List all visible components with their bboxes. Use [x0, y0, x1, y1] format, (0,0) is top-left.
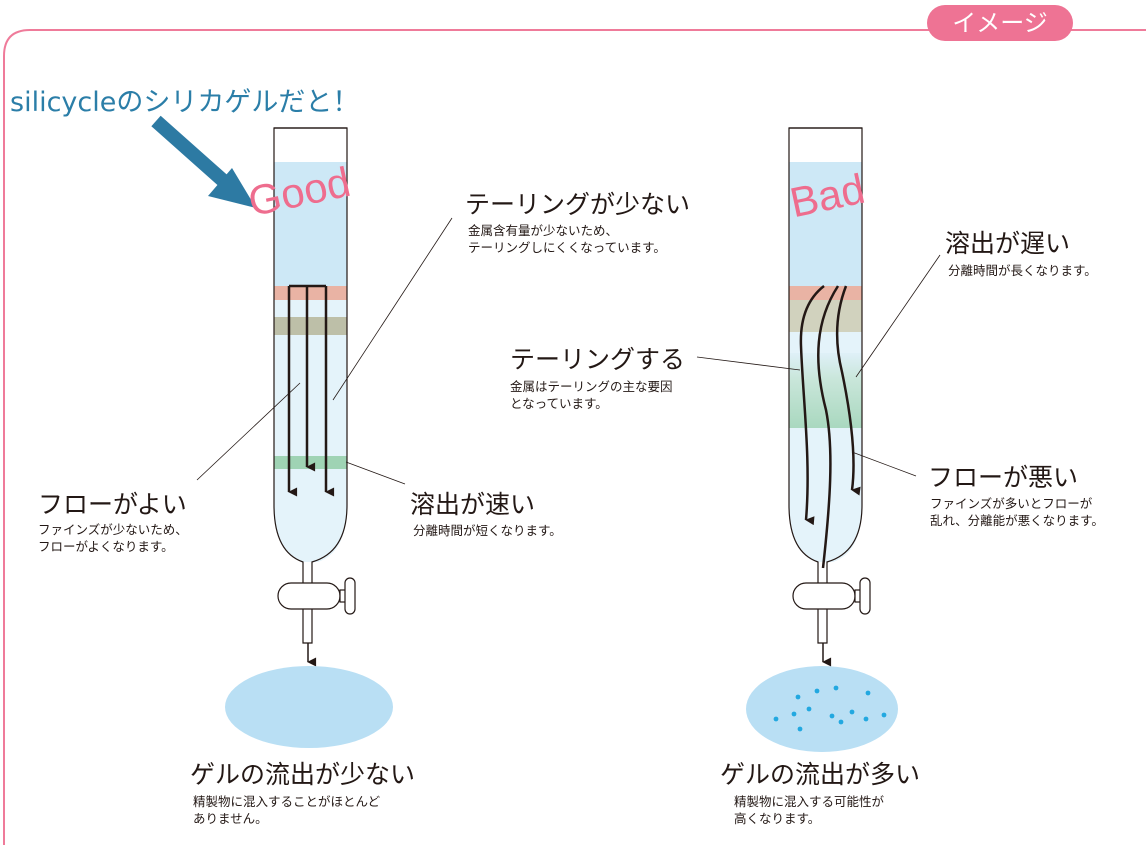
- good-elution-note: 分離時間が短くなります。: [413, 523, 562, 538]
- bad-flow-title: フローが悪い: [928, 463, 1079, 492]
- pointer-arrow: [151, 115, 256, 208]
- good-band-green: [274, 456, 347, 469]
- bad-particles: [773, 685, 887, 732]
- bad-column: [696, 127, 941, 752]
- good-puddle: [225, 666, 393, 748]
- bad-band-top: [789, 286, 862, 300]
- bad-tailing-note: 金属はテーリングの主な要因 となっています。: [510, 379, 673, 411]
- image-badge: イメージ: [927, 5, 1073, 41]
- bad-elution-note: 分離時間が長くなります。: [948, 263, 1097, 278]
- good-gel-note: 精製物に混入することがほとんど ありません。: [193, 794, 381, 826]
- good-tailing-title: テーリングが少ない: [465, 190, 691, 219]
- bad-gel-title: ゲルの流出が多い: [720, 760, 921, 789]
- good-band-top: [274, 286, 347, 300]
- bad-flow-note: ファインズが多いとフローが 乱れ、分離能が悪くなります。: [930, 496, 1104, 528]
- good-band-mid: [274, 317, 347, 335]
- bad-tailing-title: テーリングする: [510, 345, 686, 374]
- good-tailing-note: 金属含有量が少ないため、 テーリングしにくくなっています。: [468, 223, 666, 255]
- headline: silicycleのシリカゲルだと！: [10, 87, 360, 118]
- good-gel-title: ゲルの流出が少ない: [190, 760, 416, 789]
- frame-border: [3, 29, 1146, 845]
- good-flow-note: ファインズが少ないため、 フローがよくなります。: [38, 522, 188, 554]
- good-flow-title: フローがよい: [38, 490, 187, 519]
- bad-elution-title: 溶出が遅い: [945, 229, 1071, 258]
- bad-gel-note: 精製物に混入する可能性が 高くなります。: [734, 794, 885, 826]
- good-elution-title: 溶出が速い: [410, 490, 536, 519]
- good-column: [196, 127, 453, 748]
- bad-band-mid: [789, 300, 862, 332]
- bad-puddle: [746, 666, 898, 752]
